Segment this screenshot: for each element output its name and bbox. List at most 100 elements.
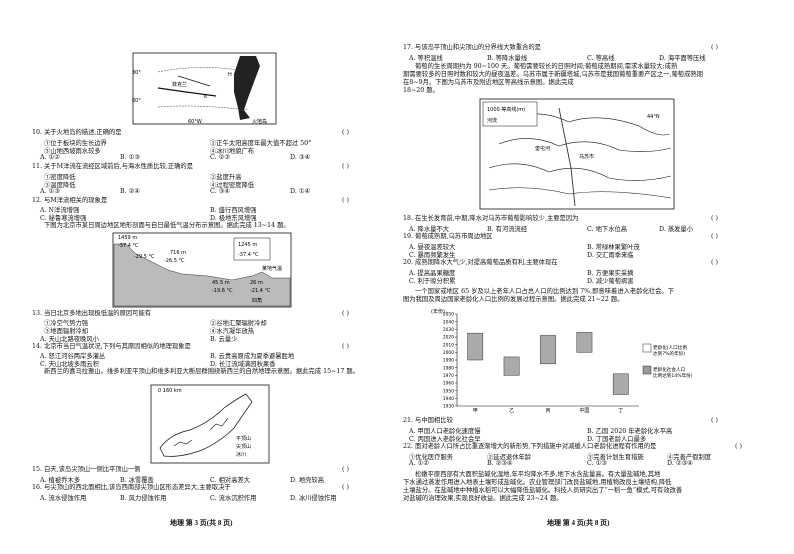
q10-choice-d[interactable]: D. ③④ [290,154,311,161]
q19-choice-c[interactable]: C. 暴雨频繁发生 [409,252,456,259]
svg-text:60°W: 60°W [188,119,202,125]
fig2-label-rt3: 某地气温 [262,265,282,272]
q11-choice-b[interactable]: B. ②④ [120,188,140,195]
q13-stem: 13. 当日北京多地出现极低温的原因可能有 [32,310,152,317]
chart-y-tick-label: 1930 [443,404,454,410]
intro-13-14: 下图为北京市某日周边地区地形剖面与自日最低气温分布示意图。据此完成 13~14 … [44,222,290,229]
chart-y-unit: (年份) [431,308,445,315]
q18-choice-b[interactable]: B. 有河流流经 [487,226,528,233]
chart-legend-2a: 老龄化社会人口 [653,366,686,373]
q11-opt1: ①密度降低 [44,174,76,181]
q19-choice-a[interactable]: A. 昼夜温差较大 [409,244,456,251]
q22-choice-a[interactable]: A. ①② [409,460,429,467]
svg-text:H: H [228,72,232,78]
q21-choice-a[interactable]: A. 甲国人口老龄化速度慢 [409,428,481,435]
q14-choice-c[interactable]: C. 天山北坡多雨云积 [40,361,99,368]
q11-opt4: ④过程密度降低 [210,182,255,189]
q17-choice-c[interactable]: C. 等高线 [587,55,615,62]
chart-category-label: 乙 [509,407,514,414]
q16-stem: 16. 与尖顶山的西北面相比,该岛西南部尖顶山区形态差异大,主要取决于 [32,484,231,491]
q17-choice-b[interactable]: B. 等降水量线 [487,55,528,62]
q13-choice-b[interactable]: B. 云量少 [210,336,238,343]
q15-choice-b[interactable]: B. 冰雪覆盖 [120,477,154,484]
fig3-legend-3: 冰川 [236,451,246,458]
q15-choice-d[interactable]: D. 地壳较高 [290,477,325,484]
q22-opt3: ③完善计划生育措施 [587,454,644,461]
q22-choice-b[interactable]: B. ②③④ [487,460,513,467]
chart-bar-4 [612,373,629,395]
aging-population-chart: (年份) 19301940195019601970198019902000201… [431,308,693,414]
intro-18-line3: 在8~9月。下图为乌苏市及附近地区等高线示意图。据此完成 [403,79,574,86]
q18-choice-a[interactable]: A. 降水量不大 [409,226,450,233]
q19-choice-b[interactable]: B. 常绿林果繁叶茂 [587,244,640,251]
q14-choice-b[interactable]: B. 云贵高原成为夏季避暑胜地 [210,353,295,360]
q22-opt4: ④完善产假制度 [667,454,712,461]
q19-choice-d[interactable]: D. 交汇雨季来临 [587,252,634,259]
intro-18-line4: 18~20 题。 [403,87,439,94]
q22-choice-c[interactable]: C. ①③ [587,460,607,467]
chart-category-label: 丙 [545,408,550,414]
q12-choice-c[interactable]: C. 秘鲁寒流增强 [40,215,87,222]
q12-choice-b[interactable]: B. 盛行西风增强 [210,207,257,214]
terrain-profile-figure: 1459 m -37.4 °C -29.5 °C 716 m -26.5 °C … [112,232,292,308]
right-footer: 地理 第 4 页(共 8 页) [547,519,610,527]
q12-choice-a[interactable]: A. N洋流增强 [40,207,80,214]
q10-choice-a[interactable]: A. ①② [40,154,60,161]
q10-opt1: ①位于板块的生长边界 [44,140,107,147]
q11-choice-a[interactable]: A. ①③ [40,188,60,195]
chart-legend-2b: 比例达到14%年份) [653,372,693,379]
q11-stem: 11. 关于M洋流在流经区域前后,与海水性质比较,正确的是 [32,163,193,170]
intro-18-line1: 葡萄的生长周期约为 90~100 天。葡萄需要较长的日照时间;葡萄成熟期间,需求… [415,63,678,70]
fig2-label-rt2: 四角 [252,297,262,304]
q10-choice-c[interactable]: C. ②③ [210,154,230,161]
q11-choice-c[interactable]: C. ③④ [210,188,230,195]
intro-23-line2: 下水通过蒸发作用进入地表土壤形成盐碱化。农业管理部门改良盐碱地,用植物改良土壤结… [403,479,672,486]
chart-bar-1 [503,356,520,376]
intro-18-line2: 期需要较多的日照时数和较大的昼夜温差。乌苏市属于新疆塔城,乌苏市是我国葡萄重要产… [403,71,703,78]
q21-choice-d[interactable]: D. 丁国老龄人口最多 [587,436,647,443]
q11-opt3: ③温度降低 [44,182,76,189]
fig3-legend-2: 尖顶山 [236,443,251,450]
q15-choice-c[interactable]: C. 相对高差大 [210,477,251,484]
chart-category-label: 丁 [618,408,623,414]
q16-choice-d[interactable]: D. 冰川侵蚀作用 [290,495,337,502]
q18-choice-c[interactable]: C. 地下水位高 [587,226,628,233]
island-map: 0 160 km 平顶山 尖顶山 冰川 [150,384,270,464]
q16-choice-c[interactable]: C. 流水沉积作用 [210,495,257,502]
q12-choice-d[interactable]: D. 极地东风增强 [210,215,257,222]
fig4-legend-contour: 1000 等高线(m) [487,106,525,113]
q11-choice-d[interactable]: D. ①④ [290,188,311,195]
q13-bracket: ( ) [342,310,349,317]
chart-y-tick-label: 2040 [443,319,454,325]
chart-category-label: 甲 [473,408,478,414]
q19-bracket: ( ) [711,233,718,240]
q17-choice-d[interactable]: D. 海平面等压线 [659,55,706,62]
q20-choice-b[interactable]: B. 方便果实采摘 [587,270,634,277]
q20-choice-a[interactable]: A. 提高晶果糖度 [409,270,456,277]
q21-choice-c[interactable]: C. 丙国进入老龄化社会早 [409,436,481,443]
q14-bracket: ( ) [342,343,349,350]
q20-choice-c[interactable]: C. 利于晾分积累 [409,278,456,285]
q21-stem: 21. 与中国相比较 [403,417,453,424]
q10-opt4: ④冰川地貌广布 [210,148,255,155]
fig3-scale: 0 160 km [158,388,182,394]
q15-choice-a[interactable]: A. 植被乔木多 [40,477,81,484]
q14-choice-a[interactable]: A. 怒江河谷两岸多灌丛 [40,353,106,360]
q22-choice-d[interactable]: D. ②③④ [667,460,693,467]
chart-y-tick-label: 2000 [443,350,454,356]
q18-stem: 18. 在生长发育前,中期,降水对乌苏市葡萄影响较少,主要是因为 [403,215,579,222]
intro-23-line3: 土壤盐分。在盐碱地中种植水稻可以大幅降低盐碱化。科技人员研究出了“一稻一鱼”模式… [403,487,683,494]
q16-choice-a[interactable]: A. 流水侵蚀作用 [40,495,87,502]
q14-choice-d[interactable]: D. 长江流域满园秋果香 [210,361,276,368]
q17-bracket: ( ) [711,44,718,51]
q10-choice-b[interactable]: B. ①③ [120,154,140,161]
chart-y-tick-label: 2020 [443,335,454,341]
q20-choice-d[interactable]: D. 减少葡萄病害 [587,278,634,285]
q12-bracket: ( ) [342,197,349,204]
q18-choice-d[interactable]: D. 蒸发量小 [659,226,694,233]
q15-stem: 15. 白天,该岛尖顶山一侧比平顶山一侧 [32,466,141,473]
q21-choice-b[interactable]: B. 乙国 2020 年老龄化水平高 [587,428,673,435]
q17-choice-a[interactable]: A. 等积温线 [409,55,443,62]
q13-choice-a[interactable]: A. 天山北路夜晚风小 [40,336,99,343]
q16-choice-b[interactable]: B. 风力侵蚀作用 [120,495,167,502]
